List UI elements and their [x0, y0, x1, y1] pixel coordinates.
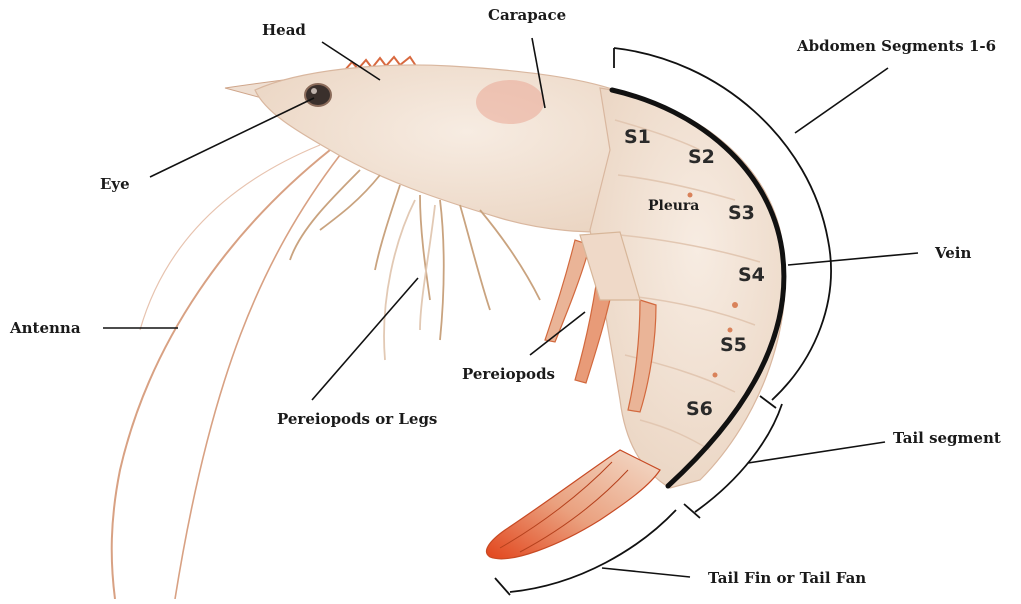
label-pereiopods: Pereiopods [462, 365, 555, 383]
label-eye: Eye [100, 175, 130, 193]
tail-fan-illustration [486, 450, 660, 559]
segment-label-s1: S1 [624, 126, 651, 148]
antennae [112, 145, 340, 599]
label-tail-fin: Tail Fin or Tail Fan [708, 569, 866, 587]
label-head: Head [262, 21, 306, 39]
segment-label-s5: S5 [720, 334, 747, 356]
label-carapace: Carapace [488, 6, 566, 24]
label-vein: Vein [935, 244, 971, 262]
segment-label-s4: S4 [738, 264, 765, 286]
label-antenna: Antenna [10, 319, 81, 337]
segment-label-s3: S3 [728, 202, 755, 224]
label-pereiopods-or-legs: Pereiopods or Legs [277, 410, 437, 428]
eye-illustration [305, 84, 331, 106]
segment-label-s2: S2 [688, 146, 715, 168]
carapace-pink-patch [476, 80, 544, 124]
segment-label-s6: S6 [686, 398, 713, 420]
label-tail-segment: Tail segment [893, 429, 1001, 447]
label-pleura: Pleura [648, 198, 699, 214]
label-abdomen-segments: Abdomen Segments 1-6 [797, 37, 996, 55]
